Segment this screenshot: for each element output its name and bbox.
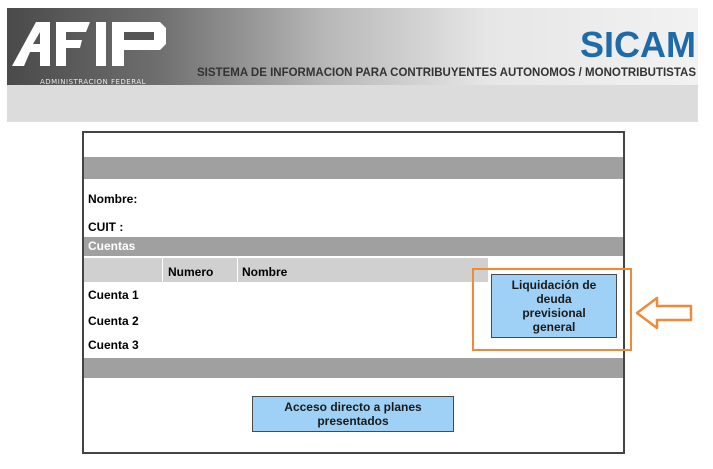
highlight-box (472, 268, 632, 351)
cuentas-header: Cuentas (84, 237, 623, 256)
acceso-planes-button[interactable]: Acceso directo a planes presentados (252, 396, 454, 432)
cuit-label: CUIT : (88, 220, 124, 234)
header-banner: ADMINISTRACION FEDERAL SICAM SISTEMA DE … (7, 8, 698, 86)
arrow-left-icon (635, 296, 693, 330)
column-divider (162, 258, 163, 282)
accounts-table-header: Numero Nombre (84, 258, 488, 282)
column-header-numero: Numero (168, 265, 214, 279)
table-row: Cuenta 3 (88, 338, 139, 352)
page-header: ADMINISTRACION FEDERAL SICAM SISTEMA DE … (7, 8, 698, 122)
afip-logo-icon (12, 22, 166, 66)
table-row: Cuenta 1 (88, 288, 139, 302)
column-header-nombre: Nombre (242, 265, 288, 279)
logo-subtitle: ADMINISTRACION FEDERAL (40, 78, 147, 86)
app-subtitle: SISTEMA DE INFORMACION PARA CONTRIBUYENT… (197, 67, 696, 79)
afip-logo: ADMINISTRACION FEDERAL (10, 18, 170, 86)
liquidacion-deuda-button[interactable]: Liquidación de deuda previsional general (491, 274, 617, 338)
column-divider (237, 258, 238, 282)
app-name: SICAM (580, 24, 696, 65)
panel-top-bar (84, 157, 623, 179)
panel-bottom-bar (84, 358, 623, 378)
nombre-label: Nombre: (88, 192, 138, 206)
table-row: Cuenta 2 (88, 314, 139, 328)
